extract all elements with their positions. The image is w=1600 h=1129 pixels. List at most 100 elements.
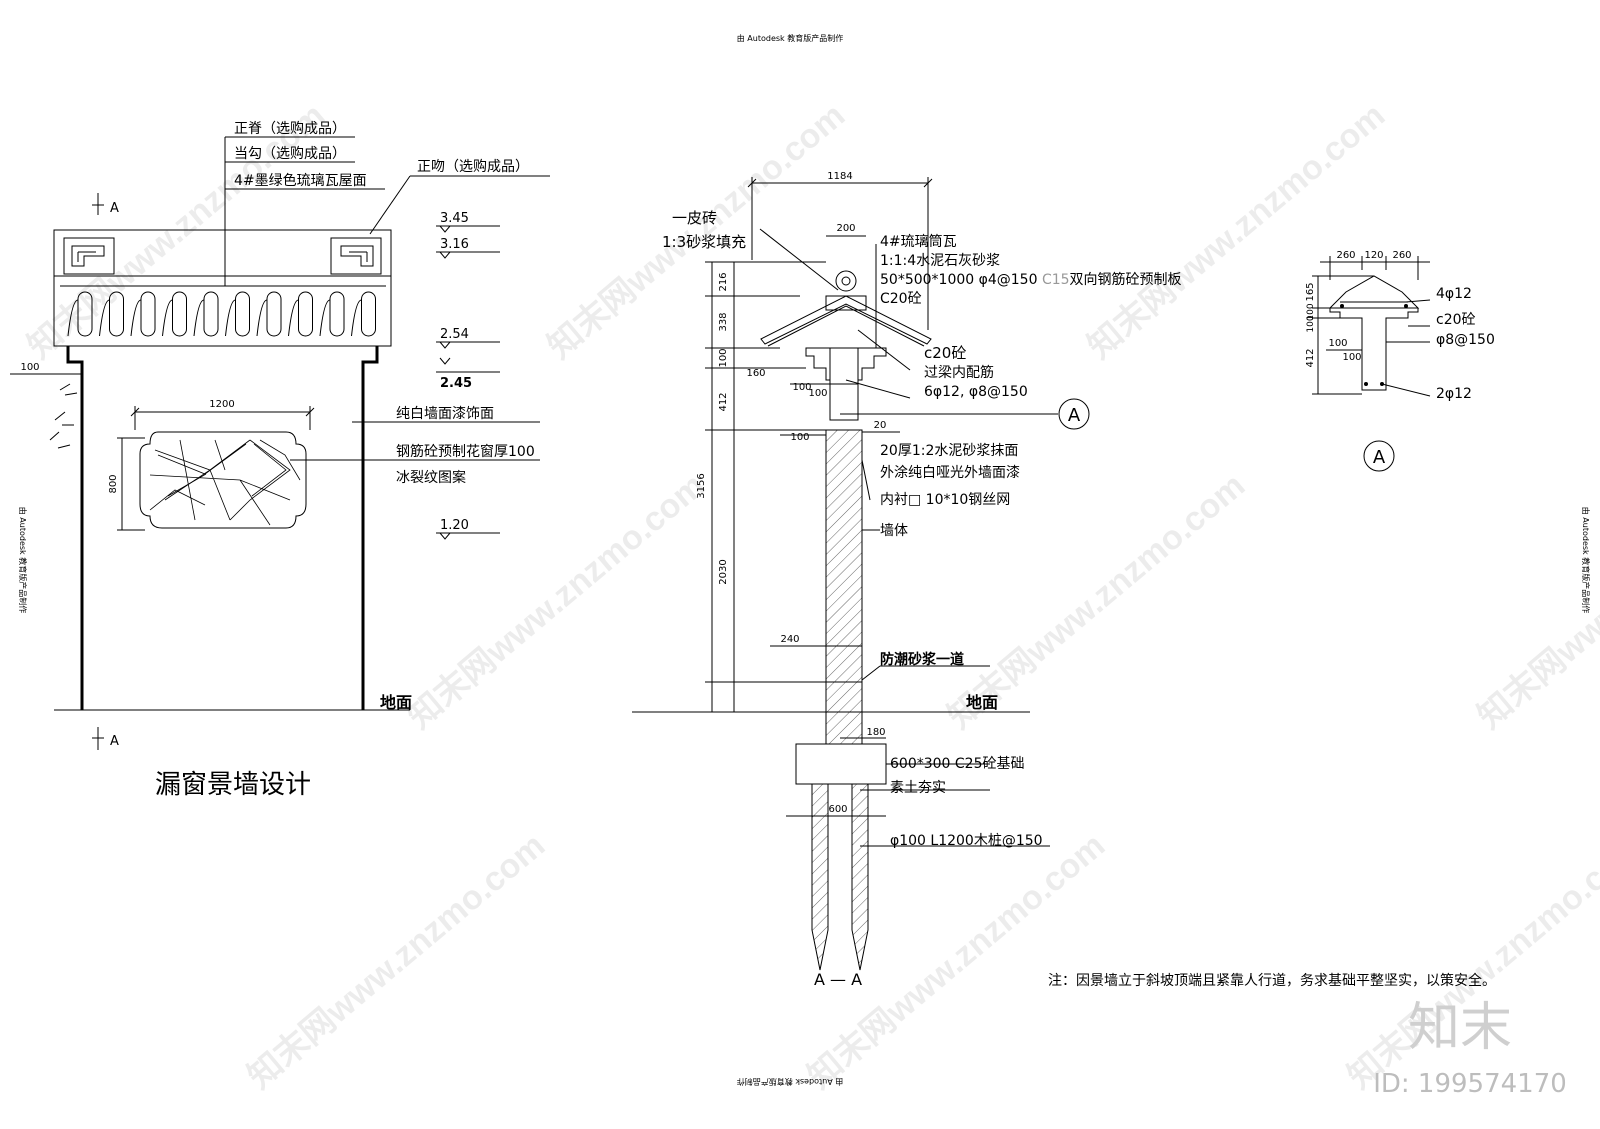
- section-drawing: 1184 200 216 338 100 412 3156 2030 160 1…: [632, 171, 1182, 989]
- wall-below-ground: [825, 681, 863, 745]
- svg-text:165: 165: [1305, 282, 1316, 301]
- label-brick: 一皮砖: [672, 209, 717, 227]
- brand-logo: 知末: [1408, 998, 1512, 1058]
- lattice-window-frame: [139, 431, 307, 529]
- svg-text:A: A: [1068, 405, 1081, 426]
- brand-id: ID: 199574170: [1373, 1069, 1567, 1099]
- label-beam: 过梁内配筋: [924, 364, 994, 381]
- level-1-20: 1.20: [436, 518, 500, 540]
- concrete-footing: [795, 743, 887, 785]
- label-eave-tile: 当勾（选购成品）: [234, 146, 346, 162]
- svg-text:120: 120: [1364, 250, 1383, 261]
- left-ridge-ornament: [63, 237, 115, 275]
- wall-right-edge: [361, 346, 379, 710]
- elevation-leaders: [224, 136, 550, 461]
- detail-title: A: [1363, 440, 1395, 472]
- right-side-note: 由 Autodesk 教育版产品制作: [1581, 507, 1591, 613]
- svg-text:2.45: 2.45: [440, 376, 472, 391]
- section-mark-top: A: [92, 193, 119, 216]
- svg-text:412: 412: [718, 392, 729, 411]
- roof-tile-edge: [225, 299, 236, 337]
- roof-tile: [298, 291, 313, 337]
- svg-text:200: 200: [836, 223, 855, 234]
- svg-text:600: 600: [828, 804, 847, 815]
- right-ridge-ornament: [330, 237, 382, 275]
- label-wall: 墙体: [880, 523, 908, 539]
- svg-text:20: 20: [874, 420, 887, 431]
- label-wall-finish: 纯白墙面漆饰面: [396, 406, 494, 422]
- svg-text:160: 160: [746, 368, 765, 379]
- svg-text:3.45: 3.45: [440, 211, 469, 226]
- svg-text:100: 100: [1328, 338, 1347, 349]
- svg-text:100: 100: [808, 388, 827, 399]
- svg-text:180: 180: [866, 727, 885, 738]
- label-pattern: 冰裂纹图案: [396, 469, 466, 486]
- svg-text:216: 216: [718, 272, 729, 291]
- elevation-dimensions: 1200 800 100: [10, 362, 315, 531]
- svg-text:338: 338: [718, 312, 729, 331]
- roof-tile-edge: [288, 299, 299, 337]
- roof-tile: [266, 291, 282, 337]
- detail-leaders: [1381, 299, 1431, 397]
- roof-tile: [140, 291, 156, 337]
- roof-tile: [172, 291, 187, 337]
- label-window: 钢筋砼预制花窗厚100: [396, 443, 535, 460]
- section-leaders: [759, 228, 1058, 847]
- roof-tile-band: [53, 275, 392, 347]
- label-c20-beam: c20砼: [924, 344, 966, 362]
- label-mesh: 内衬□ 10*10钢丝网: [880, 492, 1010, 508]
- label-ridge-end: 正吻（选购成品）: [417, 159, 529, 175]
- svg-text:A: A: [1373, 447, 1386, 468]
- roof-tile-edge: [130, 299, 142, 337]
- roof-tile: [235, 291, 250, 337]
- dim-window-height: 800: [108, 474, 119, 493]
- roof-tiles: [60, 285, 386, 337]
- label-paint: 外涂纯白哑光外墙面漆: [880, 465, 1020, 481]
- roof-tile-edge: [99, 299, 110, 337]
- detail-label-r3: φ8@150: [1436, 332, 1495, 348]
- label-mortar: 1:1:4水泥石灰砂浆: [880, 253, 1000, 269]
- detail-dimensions: 260 120 260 165 100 100 412 100 100: [1305, 250, 1430, 395]
- level-2-45: 2.45: [436, 357, 500, 391]
- svg-text:知末网www.znzmo.com: 知末网www.znzmo.com: [1081, 96, 1392, 366]
- svg-text:100: 100: [1306, 315, 1316, 332]
- svg-text:100: 100: [790, 432, 809, 443]
- label-tile: 4#琉璃筒瓦: [880, 233, 957, 250]
- dim-left: 100: [20, 362, 39, 373]
- wall-body: [825, 429, 863, 683]
- detail-label-r4: 2φ12: [1436, 386, 1472, 402]
- roof-tile-edge: [162, 299, 173, 337]
- svg-text:A: A: [110, 201, 119, 216]
- svg-text:知末网www.znzmo.com: 知末网www.znzmo.com: [541, 96, 852, 366]
- label-c20: C20砼: [880, 291, 922, 307]
- label-ground-section: 地面: [966, 693, 998, 712]
- ice-crack-pattern: [149, 439, 301, 526]
- roof-tile: [77, 291, 93, 337]
- svg-text:知末网www.znzmo.com: 知末网www.znzmo.com: [401, 466, 712, 736]
- detail-drawing: 260 120 260 165 100 100 412 100 100 4φ12…: [1305, 250, 1495, 472]
- label-slab: 50*500*1000 φ4@150 C15双向钢筋砼预制板: [880, 271, 1182, 288]
- wall-left-edge: [66, 346, 84, 710]
- label-damp: 防潮砂浆一道: [880, 651, 964, 668]
- roof-tile-edge: [319, 299, 331, 337]
- label-footing: 600*300 C25砼基础: [890, 755, 1024, 772]
- svg-text:知末网www.znzmo.com: 知末网www.znzmo.com: [801, 826, 1112, 1096]
- label-rebar: 6φ12, φ8@150: [924, 384, 1028, 400]
- detail-label-r2: c20砼: [1436, 312, 1476, 328]
- section-title: A — A: [814, 970, 862, 989]
- label-ground-elev: 地面: [380, 693, 412, 712]
- svg-text:3156: 3156: [696, 473, 707, 498]
- svg-text:知末网www.znzmo.com: 知末网www.znzmo.com: [241, 826, 552, 1096]
- svg-text:260: 260: [1336, 250, 1355, 261]
- svg-text:240: 240: [780, 634, 799, 645]
- dim-window-width: 1200: [209, 399, 234, 410]
- roof-tile-edge: [351, 299, 362, 337]
- label-roof: 4#墨绿色琉璃瓦屋面: [234, 172, 367, 189]
- elevation-drawing: 1200 800 100 A A 正脊（选购: [10, 121, 550, 800]
- footer-note: 由 Autodesk 教育版产品制作: [737, 1077, 843, 1087]
- label-pile: φ100 L1200木桩@150: [890, 832, 1043, 849]
- level-marks: 3.45 3.16 2.54 2.45 1.20: [436, 211, 500, 540]
- bamboo-leaves: [49, 383, 78, 449]
- svg-text:100: 100: [1306, 303, 1316, 320]
